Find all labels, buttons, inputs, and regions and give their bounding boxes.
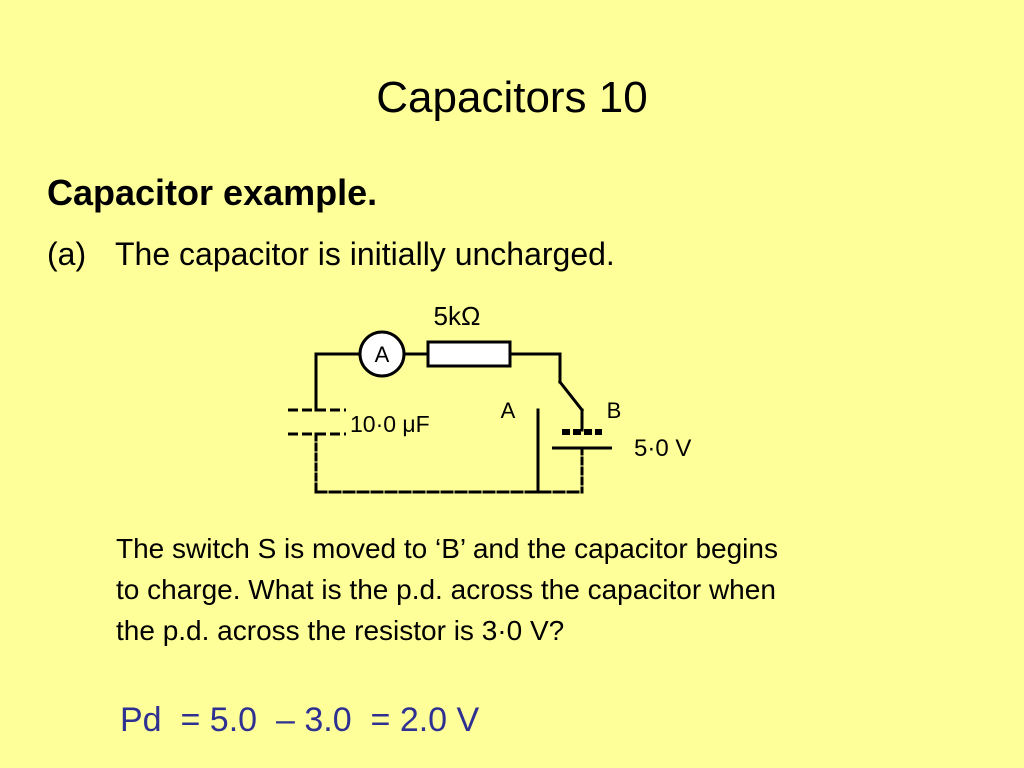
list-item-text: The capacitor is initially uncharged. bbox=[115, 236, 615, 272]
capacitor-symbol bbox=[288, 408, 346, 436]
switch-blade bbox=[557, 379, 585, 413]
question-line: the p.d. across the resistor is 3·0 V? bbox=[116, 615, 565, 646]
switch-contact-a-label: A bbox=[501, 398, 516, 423]
switch-contact-b-label: B bbox=[607, 398, 622, 423]
answer-result: = 2.0 V bbox=[370, 701, 480, 739]
slide-title: Capacitors 10 bbox=[376, 73, 648, 122]
ammeter-label: A bbox=[375, 342, 390, 367]
ammeter-symbol bbox=[358, 330, 406, 378]
capacitor-label: 10·0 μF bbox=[350, 411, 430, 437]
resistor-label: 5kΩ bbox=[434, 301, 481, 331]
question-line: to charge. What is the p.d. across the c… bbox=[116, 574, 776, 605]
answer-lhs: Pd bbox=[120, 701, 162, 739]
slide-heading: Capacitor example. bbox=[47, 172, 378, 213]
resistor-symbol bbox=[426, 340, 512, 368]
list-marker: (a) bbox=[47, 236, 87, 272]
question-text: The switch S is moved to ‘B’ and the cap… bbox=[116, 528, 956, 651]
answer-term-1: = 5.0 bbox=[180, 701, 258, 739]
battery-symbol bbox=[552, 429, 612, 450]
answer-equation: Pd = 5.0 – 3.0 = 2.0 V bbox=[120, 696, 479, 744]
list-item-a: (a) The capacitor is initially uncharged. bbox=[47, 232, 615, 276]
answer-term-2: – 3.0 bbox=[275, 701, 352, 739]
question-line: The switch S is moved to ‘B’ and the cap… bbox=[116, 533, 778, 564]
battery-label: 5·0 V bbox=[634, 435, 691, 462]
